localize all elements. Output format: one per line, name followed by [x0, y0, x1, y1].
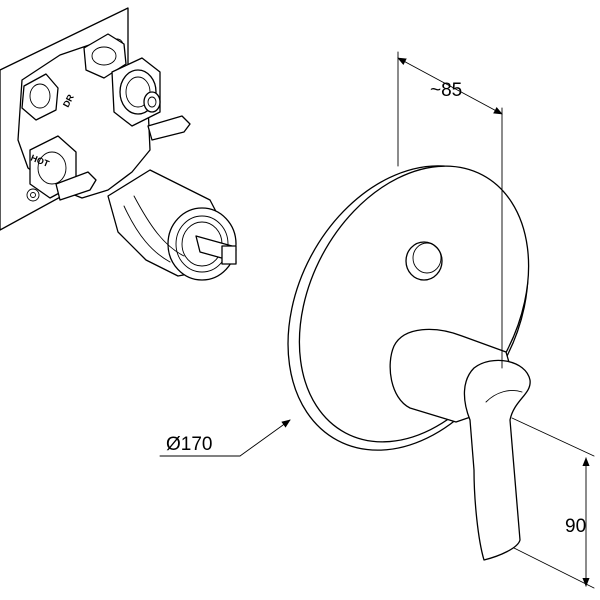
diverter-button [405, 241, 443, 281]
depth-dimension: ~85 [397, 51, 503, 369]
dimension-line [397, 57, 503, 115]
inlet-fitting [21, 73, 59, 121]
lever-handle [463, 359, 531, 561]
diameter-label: Ø170 [166, 434, 212, 455]
mounting-screw [30, 192, 36, 198]
extension-line [511, 417, 595, 457]
leader-arrow [239, 419, 291, 457]
diameter-dimension: Ø170 [159, 419, 291, 457]
height-label: 90 [565, 516, 586, 537]
side-lug [147, 115, 191, 141]
mounting-screw [26, 188, 40, 202]
height-dimension: 90 [511, 417, 595, 589]
trim-assembly [287, 165, 531, 561]
inlet-fitting [83, 33, 127, 79]
spindle-tip [221, 245, 237, 265]
depth-label: ~85 [430, 80, 462, 101]
extension-line [513, 547, 595, 589]
rough-in-valve-body: DR HOT [0, 7, 237, 281]
side-lug [55, 171, 97, 201]
